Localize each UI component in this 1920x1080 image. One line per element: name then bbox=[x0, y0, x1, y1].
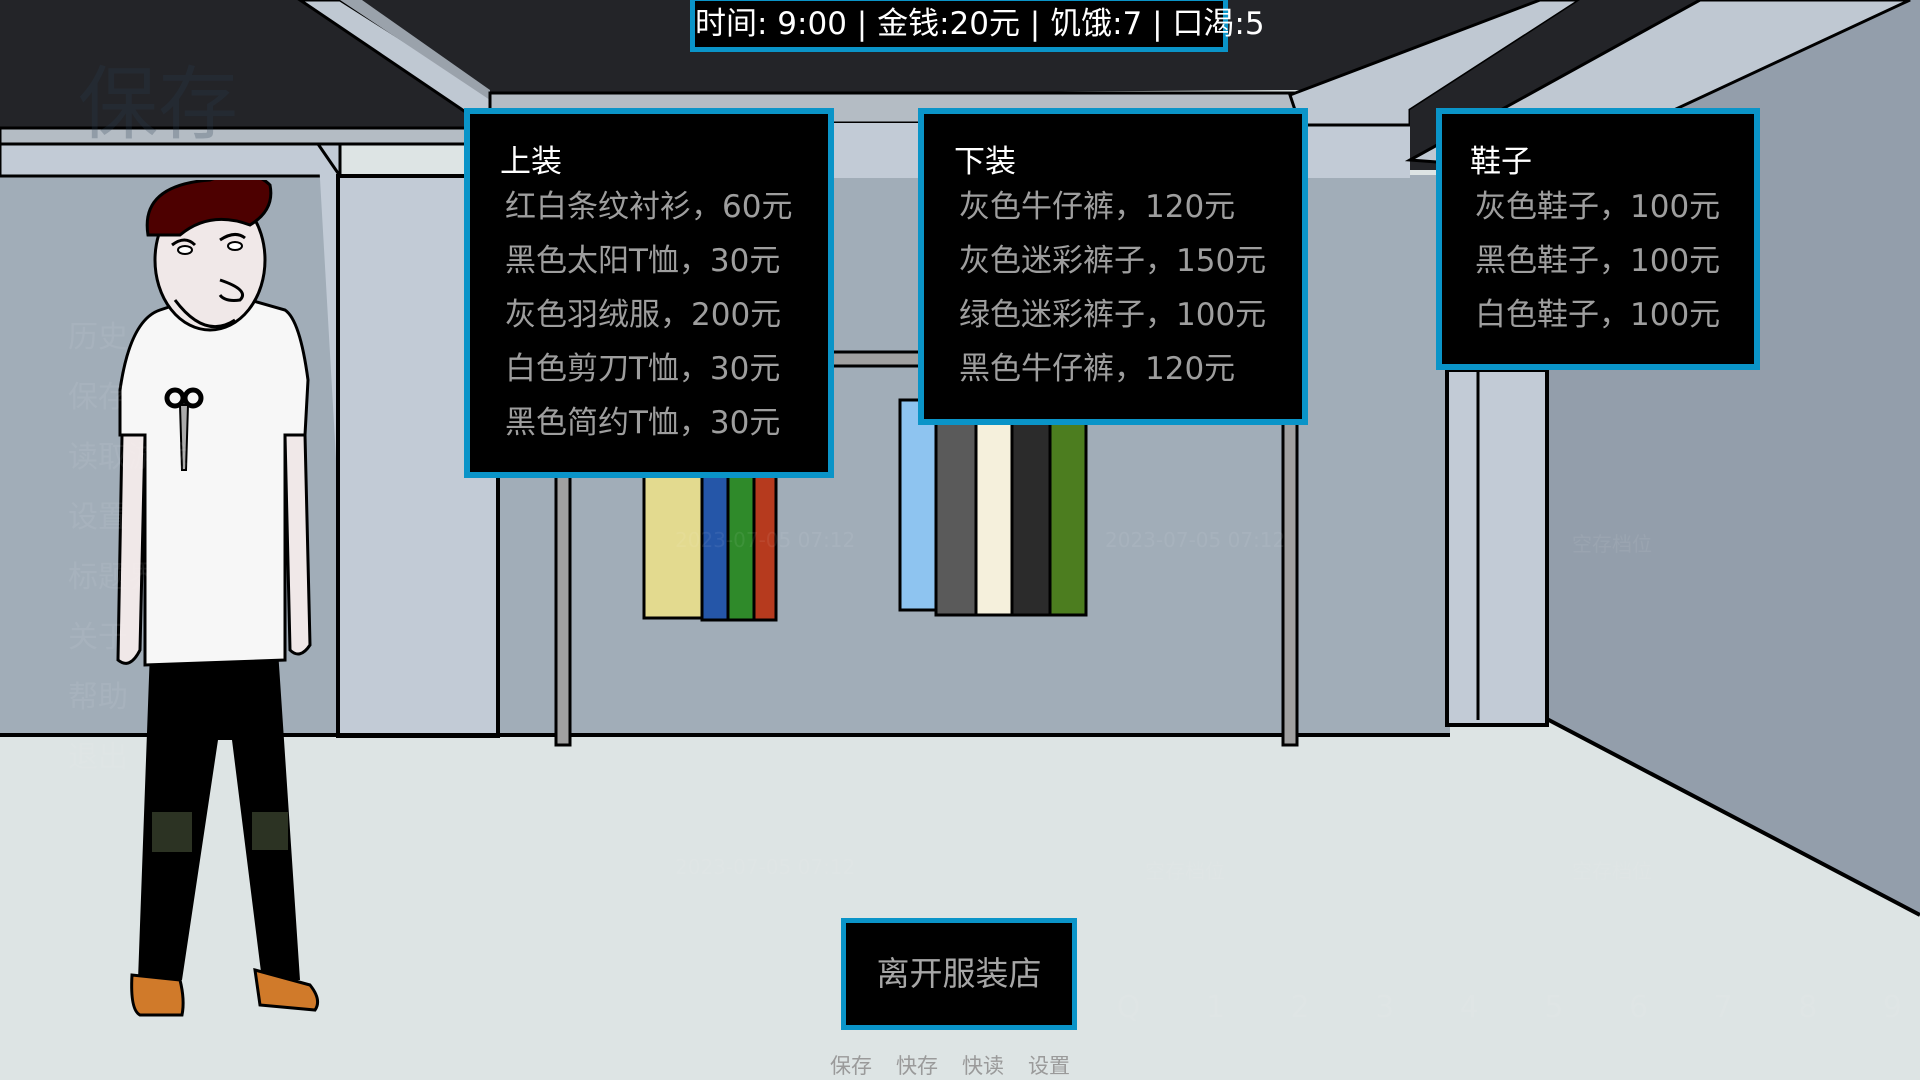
shop-item-tops[interactable]: 白色剪刀T恤，30元 bbox=[505, 351, 781, 387]
shop-item-shoes[interactable]: 白色鞋子，100元 bbox=[1475, 297, 1721, 333]
bottoms-item-list: 灰色牛仔裤，120元 灰色迷彩裤子，150元 绿色迷彩裤子，100元 黑色牛仔裤… bbox=[959, 180, 1266, 396]
shop-item-bottoms[interactable]: 灰色牛仔裤，120元 bbox=[959, 189, 1236, 225]
ghost-nav-item: 退出 bbox=[68, 740, 128, 775]
tops-shop-panel: 上装 红白条纹衬衫，60元 黑色太阳T恤，30元 灰色羽绒服，200元 白色剪刀… bbox=[464, 108, 834, 478]
status-bar: 时间: 9:00 | 金钱:20元 | 饥饿:7 | 口渴:5 bbox=[690, 0, 1265, 52]
shop-item-tops[interactable]: 黑色简约T恤，30元 bbox=[505, 405, 781, 441]
ghost-slot-timestamp: 空存档位 bbox=[1145, 859, 1225, 883]
shop-item-bottoms[interactable]: 灰色迷彩裤子，150元 bbox=[959, 243, 1267, 279]
quick-menu-quickload[interactable]: 快读 bbox=[962, 1054, 1004, 1078]
ghost-nav-item: 历史 bbox=[68, 320, 128, 355]
quick-menu-settings[interactable]: 设置 bbox=[1028, 1054, 1070, 1078]
shop-item-bottoms[interactable]: 绿色迷彩裤子，100元 bbox=[959, 297, 1267, 333]
bottoms-panel-title: 下装 bbox=[954, 144, 1016, 180]
shoes-item-list: 灰色鞋子，100元 黑色鞋子，100元 白色鞋子，100元 bbox=[1475, 180, 1720, 342]
shop-item-shoes[interactable]: 黑色鞋子，100元 bbox=[1475, 243, 1721, 279]
shop-item-bottoms[interactable]: 黑色牛仔裤，120元 bbox=[959, 351, 1236, 387]
shop-item-shoes[interactable]: 灰色鞋子，100元 bbox=[1475, 189, 1721, 225]
ghost-nav-item: 读取游戏 bbox=[68, 440, 188, 475]
player-character bbox=[116, 180, 320, 1017]
shoes-shop-panel: 鞋子 灰色鞋子，100元 黑色鞋子，100元 白色鞋子，100元 bbox=[1436, 108, 1760, 370]
quick-menu-quicksave[interactable]: 快存 bbox=[896, 1054, 938, 1078]
ghost-nav-item: 关于 bbox=[68, 620, 128, 655]
ghost-page-nav: < A Q 1 2 3 4 5 6 7 8 9 > bbox=[940, 990, 1920, 1025]
ghost-slot-timestamp: 空存档位 bbox=[1572, 532, 1652, 556]
tops-item-list: 红白条纹衬衫，60元 黑色太阳T恤，30元 灰色羽绒服，200元 白色剪刀T恤，… bbox=[505, 180, 792, 450]
ghost-nav-item: 设置 bbox=[68, 500, 128, 535]
shoes-panel-title: 鞋子 bbox=[1470, 144, 1532, 180]
shop-item-tops[interactable]: 灰色羽绒服，200元 bbox=[505, 297, 782, 333]
shop-item-tops[interactable]: 红白条纹衬衫，60元 bbox=[505, 189, 793, 225]
ghost-nav-item: 标题界面 bbox=[68, 560, 188, 595]
ghost-slot-timestamp: 2023-07-05 07:12 bbox=[675, 855, 856, 879]
scissors-icon bbox=[164, 387, 204, 471]
ghost-nav-menu: 历史 保存 读取游戏 设置 标题界面 关于 帮助 退出 bbox=[68, 308, 188, 788]
quick-menu: 保存 快存 快读 设置 bbox=[830, 1052, 1070, 1080]
leave-store-button[interactable]: 离开服装店 bbox=[841, 918, 1077, 1030]
tops-panel-title: 上装 bbox=[500, 144, 562, 180]
bottoms-shop-panel: 下装 灰色牛仔裤，120元 灰色迷彩裤子，150元 绿色迷彩裤子，100元 黑色… bbox=[918, 108, 1308, 425]
shop-item-tops[interactable]: 黑色太阳T恤，30元 bbox=[505, 243, 781, 279]
ghost-slot-timestamp: 2023-07-05 07:12 bbox=[675, 528, 856, 552]
ghost-screen-title: 保存 bbox=[78, 58, 238, 151]
ghost-slot-timestamp: 空存档位 bbox=[1572, 859, 1652, 883]
quick-menu-save[interactable]: 保存 bbox=[830, 1054, 872, 1078]
ghost-nav-item: 保存 bbox=[68, 380, 128, 415]
ghost-slot-timestamp: 2023-07-05 07:12 bbox=[1105, 528, 1286, 552]
ghost-nav-item: 帮助 bbox=[68, 680, 128, 715]
